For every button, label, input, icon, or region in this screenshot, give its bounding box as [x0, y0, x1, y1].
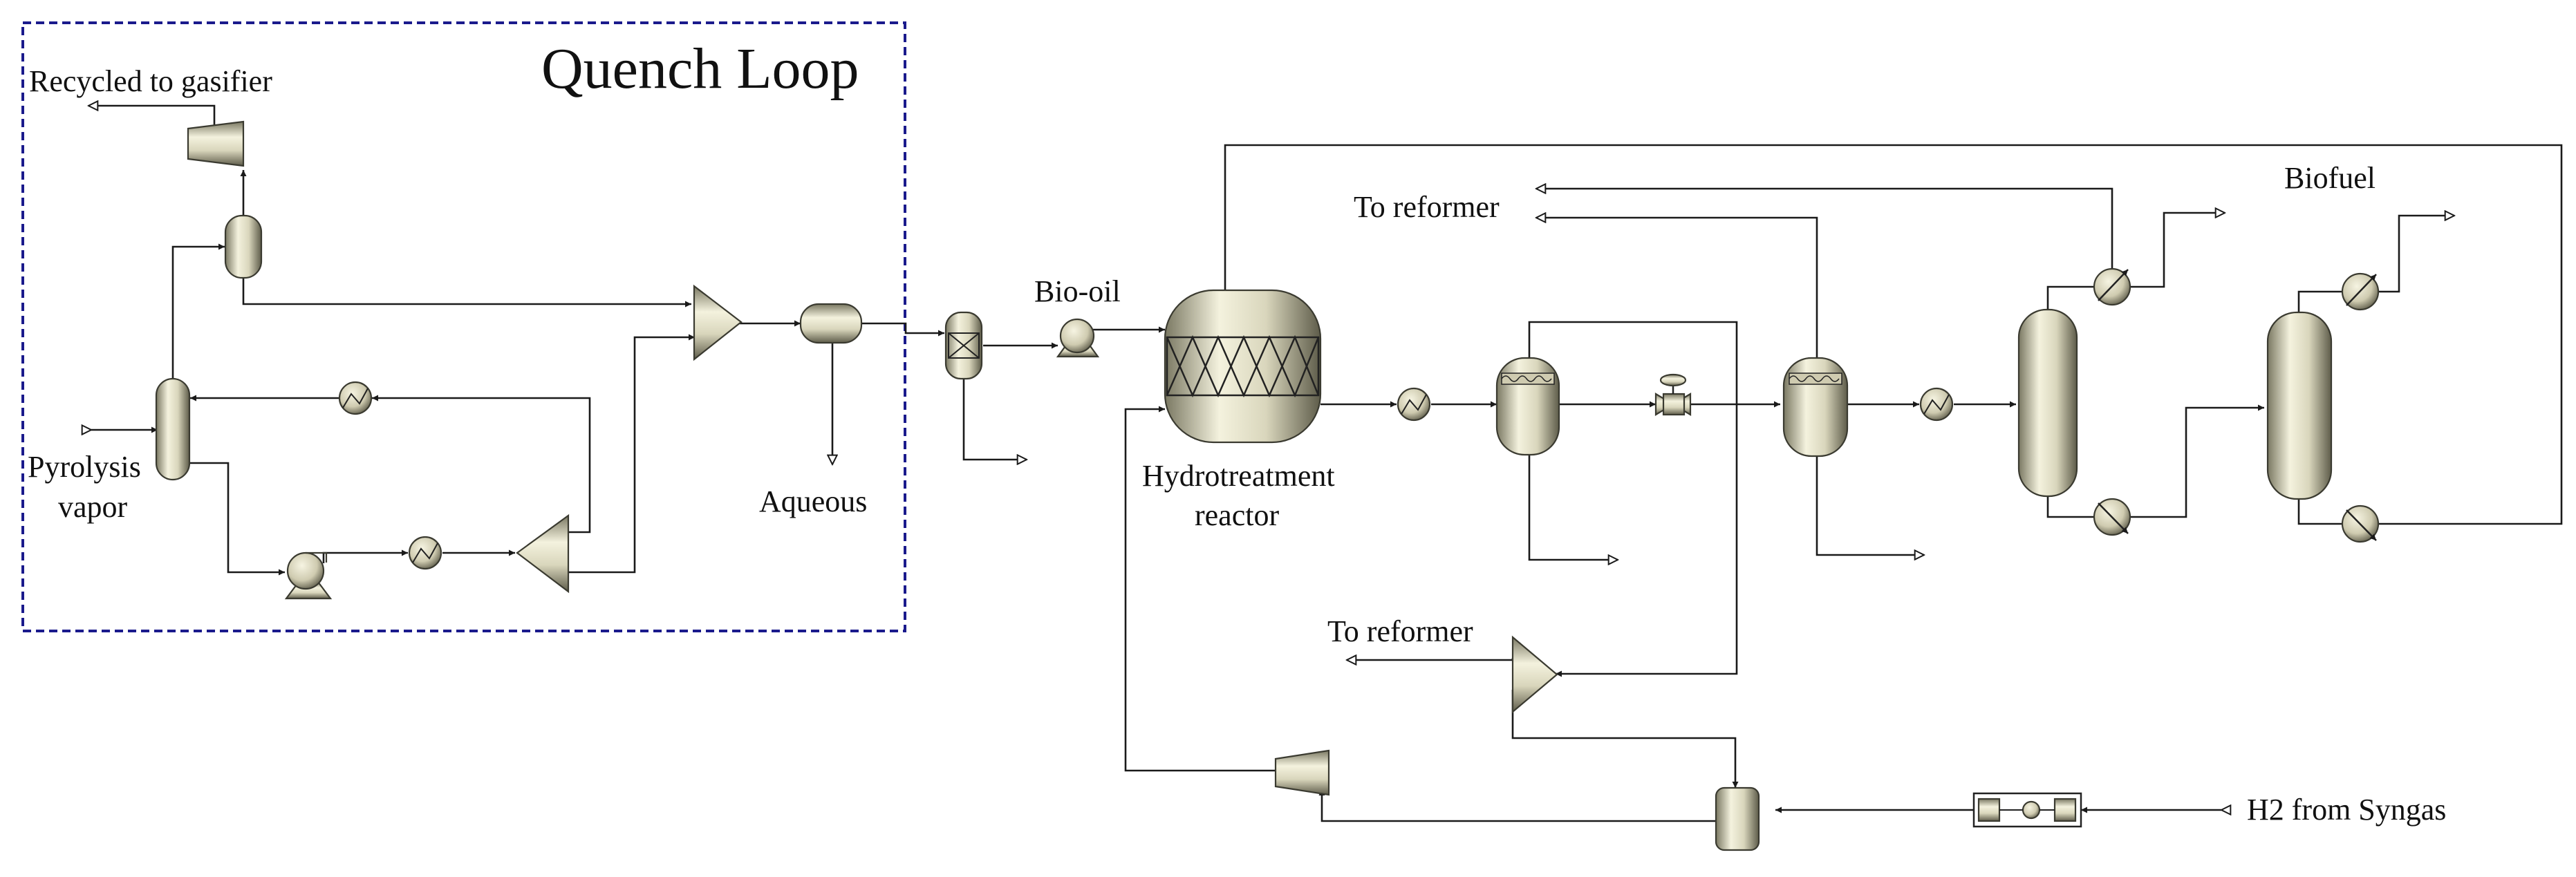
condenser-icon	[2341, 272, 2380, 311]
compressor-icon	[187, 120, 245, 167]
reboiler-icon	[2093, 498, 2131, 536]
heat-exchanger-icon	[1397, 387, 1431, 422]
heat-exchanger-icon	[338, 381, 373, 415]
splitter-icon	[1511, 635, 1558, 714]
quench-loop-title: Quench Loop	[541, 37, 859, 101]
recycled-to-gasifier-label: Recycled to gasifier	[29, 64, 272, 98]
heat-exchanger-icon	[408, 536, 442, 570]
stream-lines	[88, 106, 2563, 822]
flash-drum-icon	[1495, 357, 1560, 456]
pyrolysis-vapor-label-line1: Pyrolysis	[28, 450, 141, 484]
compressor-icon	[1274, 749, 1330, 796]
flash-drum-icon	[1715, 786, 1760, 851]
splitter-icon	[516, 513, 570, 594]
distillation-column-icon	[2266, 311, 2333, 500]
mixer-icon	[693, 284, 743, 361]
decanter-icon	[799, 303, 863, 344]
biofuel-label: Biofuel	[2284, 161, 2376, 195]
pump-icon	[1056, 318, 1100, 358]
separator-icon	[944, 311, 983, 380]
packed-bed-reactor-icon	[1164, 289, 1322, 444]
flash-drum-icon	[224, 214, 263, 279]
aqueous-label: Aqueous	[759, 484, 867, 518]
condenser-icon	[2093, 267, 2131, 306]
to-reformer-label-mid: To reformer	[1327, 614, 1473, 648]
psa-unit-icon	[1972, 792, 2082, 828]
reboiler-icon	[2341, 504, 2380, 543]
hydrotreatment-label-line1: Hydrotreatment	[1142, 459, 1335, 493]
to-reformer-label-top: To reformer	[1354, 190, 1500, 224]
h2-from-syngas-label: H2 from Syngas	[2247, 793, 2446, 827]
hydrotreatment-label-line2: reactor	[1195, 498, 1279, 532]
quench-column-icon	[155, 377, 191, 481]
valve-icon	[1654, 373, 1692, 416]
distillation-column-icon	[2017, 308, 2078, 498]
pump-icon	[284, 551, 333, 600]
heat-exchanger-icon	[1919, 387, 1954, 422]
flash-drum-icon	[1782, 357, 1849, 458]
pyrolysis-vapor-label-line2: vapor	[58, 490, 128, 524]
bio-oil-label: Bio-oil	[1034, 274, 1121, 308]
quench-loop-boundary	[21, 21, 906, 632]
